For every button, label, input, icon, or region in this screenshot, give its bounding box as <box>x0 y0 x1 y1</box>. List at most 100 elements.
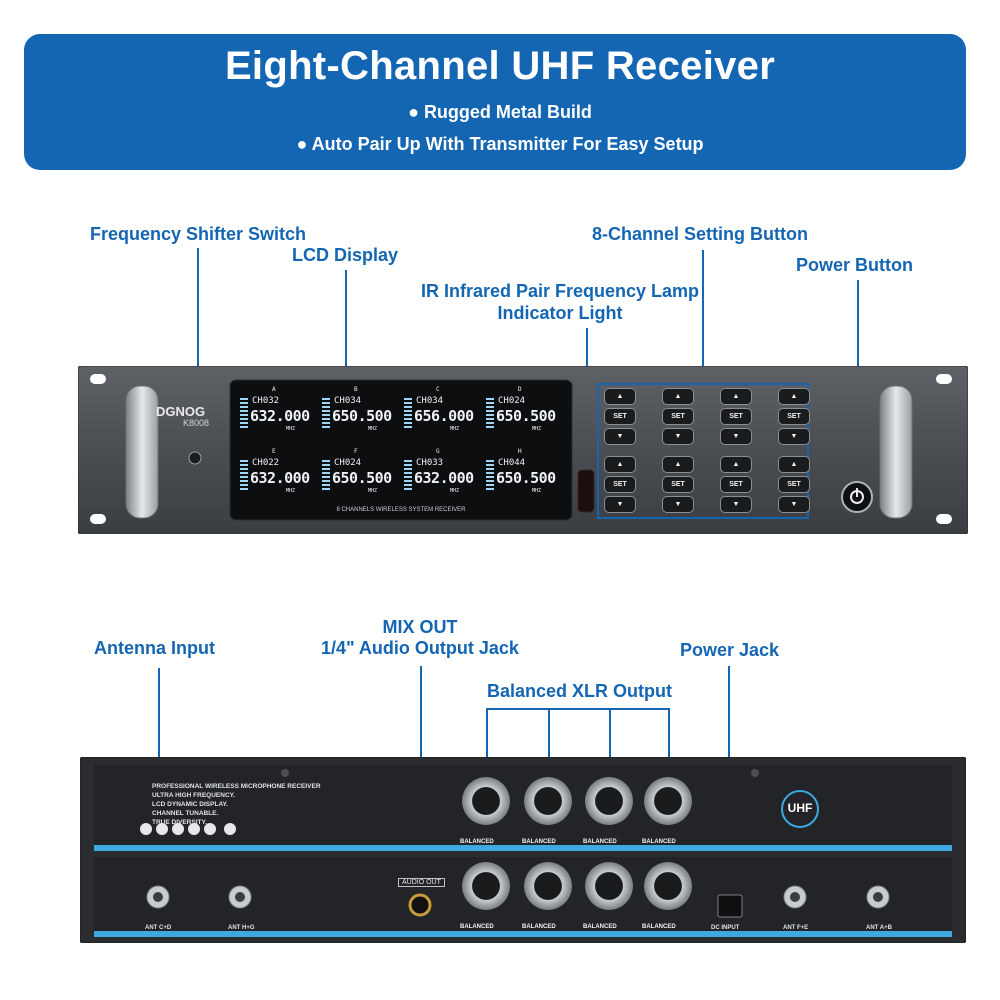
up-arrow-button[interactable]: ▲ <box>720 388 752 405</box>
lcd-display-pointer <box>345 270 347 400</box>
down-arrow-button[interactable]: ▼ <box>778 428 810 445</box>
down-arrow-button[interactable]: ▼ <box>778 496 810 513</box>
set-button[interactable]: SET <box>720 408 752 425</box>
dc-input-label: DC INPUT <box>711 925 740 931</box>
ant-label: ANT C+D <box>145 925 172 931</box>
up-arrow-button[interactable]: ▲ <box>662 456 694 473</box>
banner-bullet-text: Auto Pair Up With Transmitter For Easy S… <box>311 134 704 154</box>
ir-lamp-label-line2: Indicator Light <box>497 303 623 323</box>
lcd-frequency: 650.500 <box>496 469 556 487</box>
audio-out-label: AUDIO OUT <box>398 878 445 887</box>
down-arrow-button[interactable]: ▼ <box>604 428 636 445</box>
uhf-badge: UHF <box>787 801 813 815</box>
set-button[interactable]: SET <box>604 476 636 493</box>
xlr-pointer-2 <box>548 708 550 788</box>
lcd-channel-letter: A <box>272 386 276 393</box>
spec-line: PROFESSIONAL WIRELESS MICROPHONE RECEIVE… <box>152 783 321 790</box>
down-arrow-button[interactable]: ▼ <box>604 496 636 513</box>
xlr-connector <box>462 777 510 825</box>
set-button[interactable]: SET <box>778 408 810 425</box>
spec-line: TRUE DIVERSITY. <box>152 819 207 826</box>
lcd-channel-letter: G <box>436 448 440 455</box>
lcd-channel-number: CH022 <box>252 458 280 468</box>
xlr-pointer-1 <box>486 708 488 788</box>
down-arrow-button[interactable]: ▼ <box>720 428 752 445</box>
spec-line: LCD DYNAMIC DISPLAY. <box>152 801 228 808</box>
set-button[interactable]: SET <box>662 408 694 425</box>
down-arrow-button[interactable]: ▼ <box>720 496 752 513</box>
lcd-display-label: LCD Display <box>292 245 399 265</box>
lcd-channel-number: CH044 <box>498 458 526 468</box>
balanced-label: BALANCED <box>583 839 617 845</box>
power-jack-label: Power Jack <box>680 640 780 660</box>
lcd-channel-number: CH034 <box>416 396 444 406</box>
banner-title: Eight-Channel UHF Receiver <box>224 44 776 88</box>
lcd-channel-letter: E <box>272 448 276 455</box>
down-arrow-button[interactable]: ▼ <box>662 428 694 445</box>
mix-out-label-line2: 1/4" Audio Output Jack <box>321 638 519 658</box>
lcd-mhz-unit: MHZ <box>368 488 378 494</box>
up-arrow-button[interactable]: ▲ <box>778 456 810 473</box>
up-arrow-button[interactable]: ▲ <box>604 456 636 473</box>
lcd-channel-number: CH034 <box>334 396 362 406</box>
xlr-connector <box>585 777 633 825</box>
set-button[interactable]: SET <box>778 476 810 493</box>
lcd-level-bars <box>404 460 412 490</box>
setting-button-label: 8-Channel Setting Button <box>592 224 808 244</box>
lcd-mhz-unit: MHZ <box>286 488 296 494</box>
lcd-level-bars <box>486 460 494 490</box>
lcd-channel-letter: B <box>354 386 358 393</box>
xlr-bracket <box>486 708 668 710</box>
xlr-pointer-4 <box>668 708 670 788</box>
lcd-level-bars <box>240 398 248 428</box>
lcd-mhz-unit: MHZ <box>450 488 460 494</box>
lcd-level-bars <box>486 398 494 428</box>
balanced-label: BALANCED <box>642 924 676 930</box>
balanced-label: BALANCED <box>583 924 617 930</box>
up-arrow-button[interactable]: ▲ <box>662 388 694 405</box>
xlr-connector <box>585 862 633 910</box>
up-arrow-button[interactable]: ▲ <box>604 388 636 405</box>
spec-text: PROFESSIONAL WIRELESS MICROPHONE RECEIVE… <box>152 782 321 827</box>
balanced-label: BALANCED <box>522 924 556 930</box>
lcd-frequency: 656.000 <box>414 407 474 425</box>
xlr-output-label: Balanced XLR Output <box>487 681 673 701</box>
banner-bullet-1: ● Rugged Metal Build <box>408 102 592 122</box>
ant-label: ANT A+B <box>866 925 892 931</box>
antenna-input-label: Antenna Input <box>94 638 215 658</box>
ir-lamp-label-line1: IR Infrared Pair Frequency Lamp <box>420 281 700 301</box>
xlr-outputs: BALANCED BALANCED BALANCED BALANCED BALANCED… <box>80 757 966 943</box>
model-number: K8008 <box>183 418 210 428</box>
balanced-label: BALANCED <box>642 839 676 845</box>
ant-label: ANT H+G <box>228 925 255 931</box>
setting-button-pointer <box>702 250 704 382</box>
spec-line: CHANNEL TUNABLE. <box>152 810 219 817</box>
set-button[interactable]: SET <box>662 476 694 493</box>
lcd-frequency: 632.000 <box>250 407 310 425</box>
xlr-connector <box>462 862 510 910</box>
lcd-channel-letter: H <box>518 448 522 455</box>
banner-bullet-2: ● Auto Pair Up With Transmitter For Easy… <box>296 134 704 154</box>
lcd-frequency: 632.000 <box>414 469 474 487</box>
down-arrow-button[interactable]: ▼ <box>662 496 694 513</box>
balanced-label: BALANCED <box>460 924 494 930</box>
up-arrow-button[interactable]: ▲ <box>778 388 810 405</box>
rear-panel <box>79 756 967 944</box>
lcd-channel-letter: D <box>518 386 522 393</box>
lcd-mhz-unit: MHZ <box>532 488 542 494</box>
up-arrow-button[interactable]: ▲ <box>720 456 752 473</box>
xlr-pointer-3 <box>609 708 611 788</box>
set-button[interactable]: SET <box>720 476 752 493</box>
set-button[interactable]: SET <box>604 408 636 425</box>
lcd-frequency: 650.500 <box>332 407 392 425</box>
frequency-shifter-label: Frequency Shifter Switch <box>90 224 307 244</box>
lcd-mhz-unit: MHZ <box>368 426 378 432</box>
lcd-channel-number: CH033 <box>416 458 444 468</box>
